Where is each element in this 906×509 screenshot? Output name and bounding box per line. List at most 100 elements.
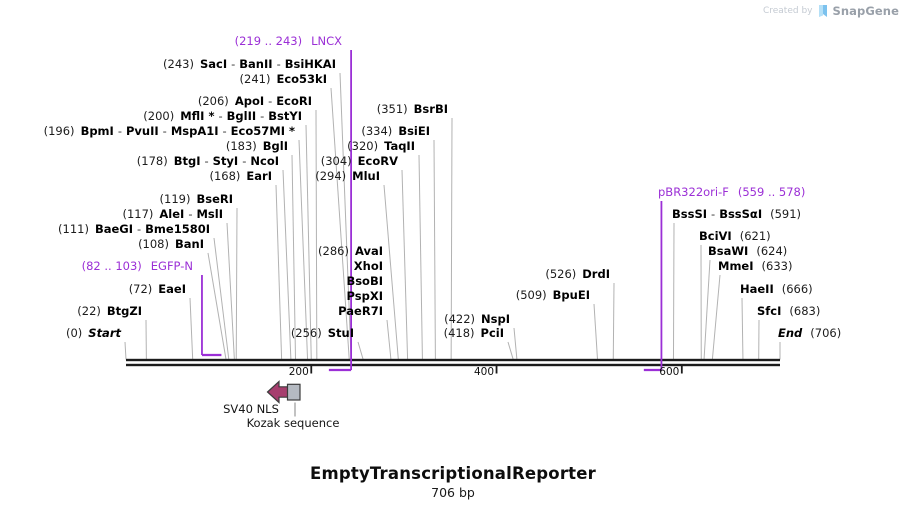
site-label-BsrBI[interactable]: (351)BsrBI	[377, 102, 448, 117]
enzyme-name: MspA1I	[170, 124, 219, 138]
primer-range: (219 .. 243)	[234, 34, 303, 48]
enzyme-name: BanII	[239, 57, 273, 71]
connector-line	[282, 169, 292, 360]
site-label-PspXI[interactable]: PspXI	[347, 289, 383, 304]
name-separator: -	[117, 124, 122, 138]
site-label-EaeI[interactable]: (72)EaeI	[129, 282, 186, 297]
sequence-ruler-bottom-line	[126, 363, 780, 367]
site-label-BseRI[interactable]: (119)BseRI	[160, 192, 233, 207]
connector-line	[305, 124, 312, 360]
site-label-TaqII[interactable]: (320)TaqII	[347, 139, 415, 154]
site-label-XhoI[interactable]: XhoI	[354, 259, 383, 274]
connector-line	[330, 87, 350, 360]
site-label-BaeGI[interactable]: (111)BaeGI-Bme1580I	[58, 222, 210, 237]
enzyme-name: NspI	[481, 312, 510, 326]
primer-label-pBR322oriF[interactable]: pBR322ori-F(559 .. 578)	[658, 185, 805, 200]
site-label-AvaI[interactable]: (286)AvaI	[318, 244, 383, 259]
enzyme-name: BtgI	[173, 154, 201, 168]
name-separator: -	[188, 207, 193, 221]
site-label-DrdI[interactable]: (526)DrdI	[545, 267, 610, 282]
site-position: (168)	[209, 169, 241, 183]
name-separator: -	[218, 109, 223, 123]
site-label-SacI[interactable]: (243)SacI-BanII-BsiHKAI	[163, 57, 336, 72]
site-label-PaeR7I[interactable]: PaeR7I	[338, 304, 383, 319]
site-label-MluI[interactable]: (294)MluI	[315, 169, 380, 184]
enzyme-name: PaeR7I	[338, 304, 383, 318]
site-label-MflI[interactable]: (200)MflI *-BglII-BstYI	[143, 109, 302, 124]
enzyme-name: HaeII	[740, 282, 774, 296]
enzyme-name: BsoBI	[346, 274, 383, 288]
site-label-BsoBI[interactable]: BsoBI	[346, 274, 383, 289]
enzyme-name: EcoRI	[276, 94, 312, 108]
enzyme-name: BpuEI	[552, 288, 590, 302]
site-position: (526)	[545, 267, 577, 281]
feature-label-SV40NLS[interactable]: SV40 NLS	[223, 402, 279, 416]
site-position: (111)	[58, 222, 89, 236]
enzyme-name: StuI	[327, 326, 354, 340]
connector-line	[189, 297, 194, 360]
site-label-End[interactable]: End(706)	[778, 326, 841, 341]
enzyme-name: BtgZI	[106, 304, 142, 318]
connector-line	[124, 341, 127, 360]
construct-title: EmptyTranscriptionalReporter	[310, 464, 596, 483]
enzyme-name: MslI	[196, 207, 223, 221]
enzyme-name: AvaI	[354, 244, 383, 258]
name-separator: -	[276, 57, 281, 71]
site-label-StuI[interactable]: (256)StuI	[291, 326, 354, 341]
connector-line	[226, 222, 235, 360]
site-label-EarI[interactable]: (168) EarI	[209, 169, 272, 184]
name-separator: -	[711, 207, 716, 221]
site-label-SfcI[interactable]: SfcI(683)	[757, 304, 820, 319]
site-position: (621)	[739, 229, 771, 243]
primer-label-EGFPN[interactable]: (82 .. 103)EGFP-N	[82, 259, 193, 274]
connector-line	[741, 297, 744, 360]
enzyme-name: BseRI	[196, 192, 233, 206]
site-label-NspI[interactable]: (422)NspI	[444, 312, 510, 327]
site-position: (624)	[756, 244, 788, 258]
enzyme-name: MluI	[352, 169, 380, 183]
connector-line	[593, 303, 599, 360]
primer-label-LNCX[interactable]: (219 .. 243)LNCX	[235, 34, 342, 49]
site-label-BsaWI[interactable]: BsaWI(624)	[708, 244, 787, 259]
site-label-BssSI[interactable]: BssSI-BssSαI(591)	[672, 207, 801, 222]
site-position: (200)	[143, 109, 175, 123]
enzyme-name: TaqII	[384, 139, 415, 153]
site-position: (418)	[443, 326, 475, 340]
site-label-BpmI[interactable]: (196)BpmI-PvuII-MspA1I-Eco57MI *	[44, 124, 295, 139]
site-label-BanI[interactable]: (108)BanI	[138, 237, 204, 252]
enzyme-name: EarI	[246, 169, 272, 183]
feature-label-Kozaksequence[interactable]: Kozak sequence	[246, 416, 340, 430]
site-label-AleI[interactable]: (117)AleI-MslI	[122, 207, 223, 222]
site-label-PciI[interactable]: (418)PciI	[444, 326, 504, 341]
enzyme-name: BsrBI	[413, 102, 448, 116]
site-label-BciVI[interactable]: BciVI(621)	[699, 229, 771, 244]
site-position: (509)	[515, 288, 547, 302]
site-label-Start[interactable]: (0)Start	[66, 326, 121, 341]
name-separator: -	[137, 222, 142, 236]
name-separator: -	[268, 94, 273, 108]
ruler-tick-mark	[495, 366, 498, 374]
enzyme-name: EaeI	[158, 282, 186, 296]
site-position: (304)	[320, 154, 352, 168]
site-label-Eco53kI[interactable]: (241)Eco53kI	[240, 72, 327, 87]
site-label-BtgZI[interactable]: (22)BtgZI	[77, 304, 142, 319]
site-label-ApoI[interactable]: (206)ApoI-EcoRI	[198, 94, 312, 109]
site-label-BsiEI[interactable]: (334)BsiEI	[361, 124, 430, 139]
site-label-BglI[interactable]: (183)BglI	[226, 139, 288, 154]
site-label-EcoRV[interactable]: (304)EcoRV	[321, 154, 398, 169]
site-label-HaeII[interactable]: HaeII(666)	[740, 282, 813, 297]
site-label-MmeI[interactable]: MmeI(633)	[718, 259, 792, 274]
primer-name: EGFP-N	[150, 259, 193, 273]
enzyme-name: BpmI	[80, 124, 114, 138]
name-separator: -	[231, 57, 236, 71]
connector-line	[235, 207, 238, 360]
site-position: (683)	[789, 304, 821, 318]
kozak-sequence-box[interactable]	[286, 383, 301, 401]
name-separator: -	[222, 124, 227, 138]
site-label-BtgI[interactable]: (178)BtgI-StyI-NcoI	[137, 154, 279, 169]
site-label-BpuEI[interactable]: (509) BpuEI	[516, 288, 590, 303]
site-position: (633)	[761, 259, 793, 273]
